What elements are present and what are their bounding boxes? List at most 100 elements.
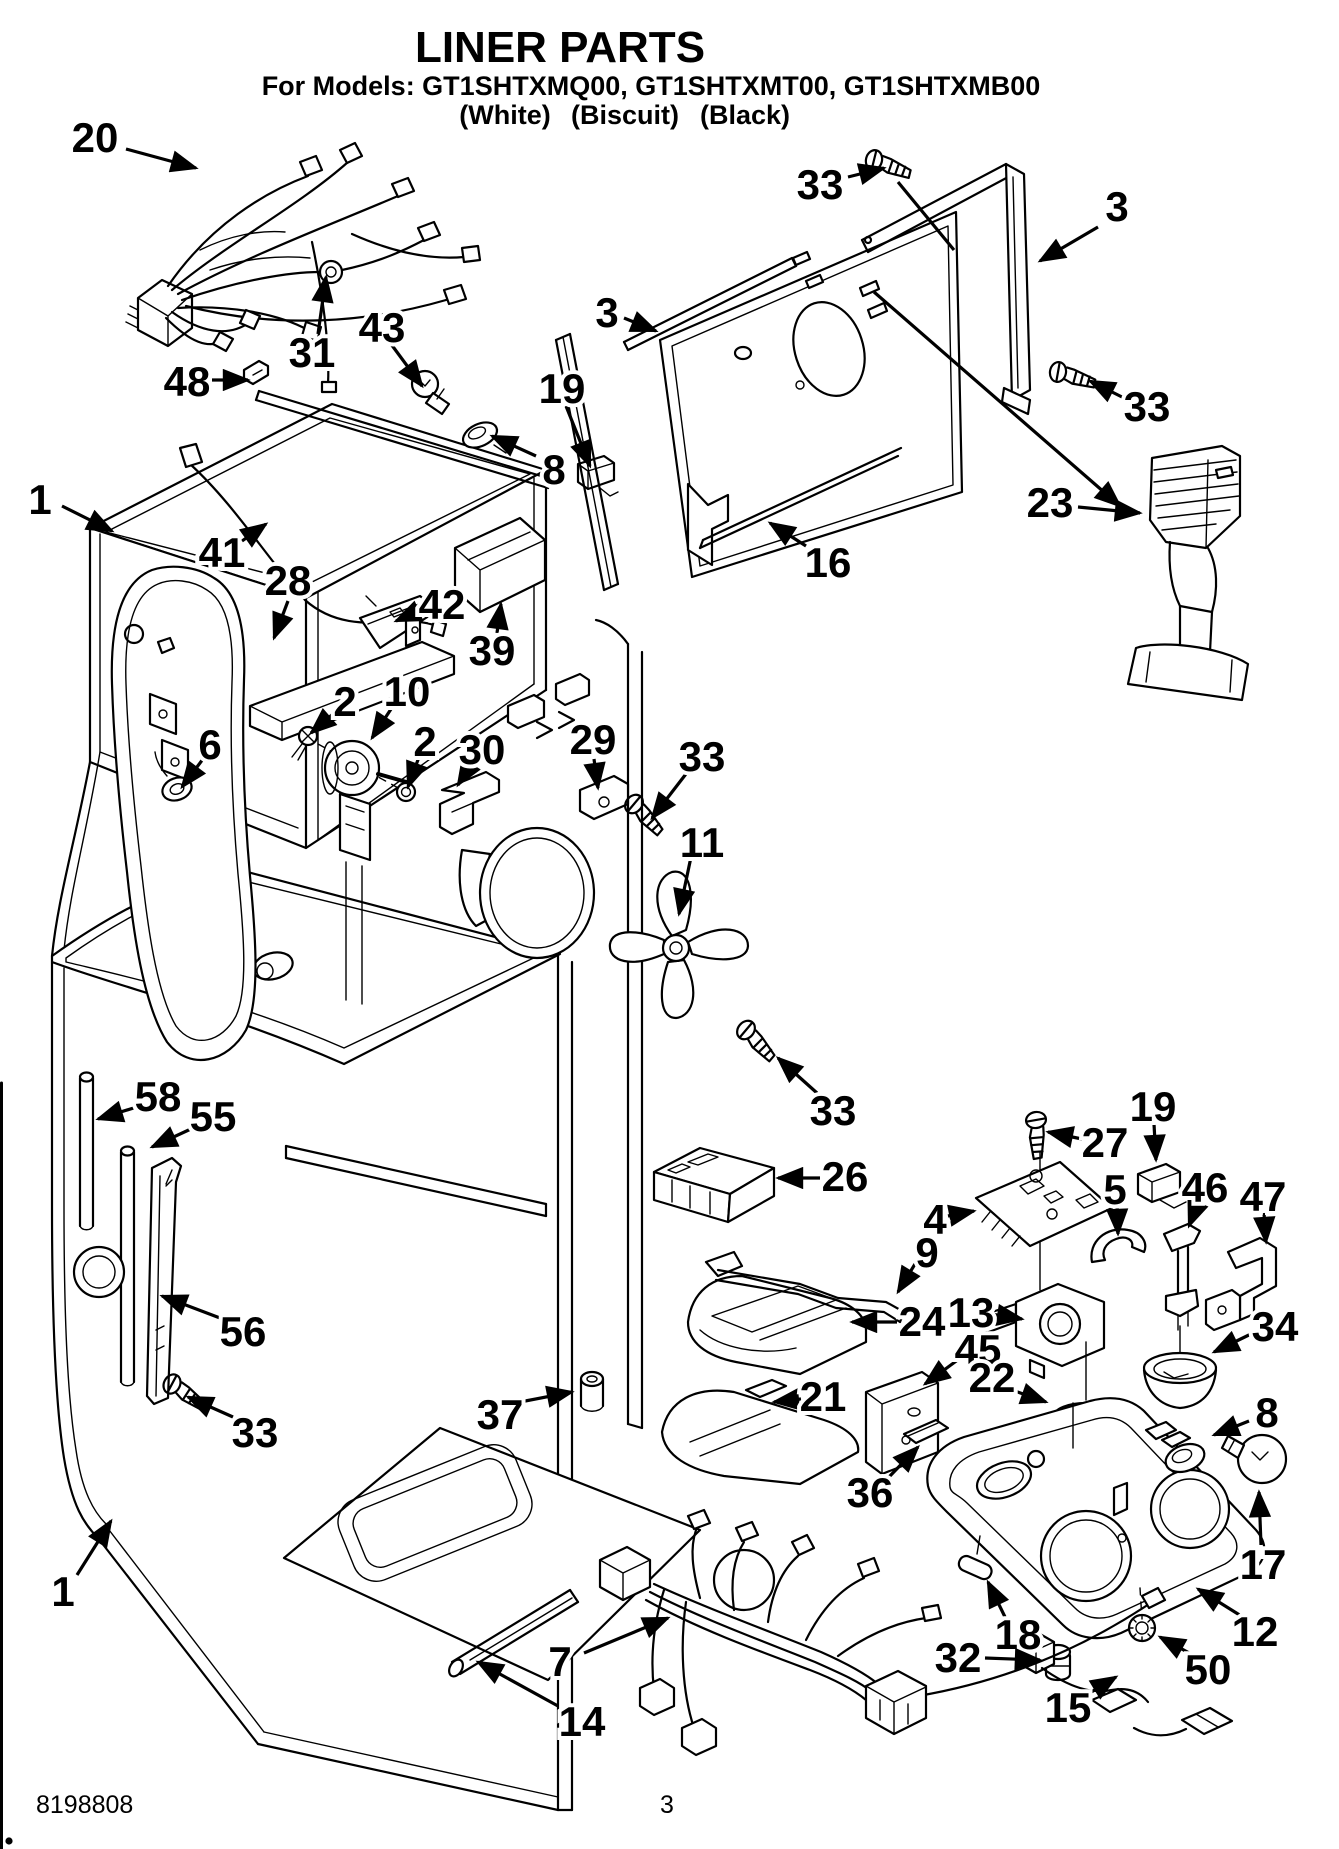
callout-arrow-55-27 xyxy=(149,1126,194,1149)
part-13-bracket-drawing xyxy=(984,1282,1106,1380)
callout-label-43-2: 43 xyxy=(359,304,406,351)
part-9-bracket-strip-drawing xyxy=(704,1250,906,1324)
callout-label-39-16: 39 xyxy=(469,627,516,674)
callout-arrow-41-13 xyxy=(238,522,269,548)
part-17-bulb-drawing xyxy=(1220,1433,1288,1485)
part-5-clip-drawing xyxy=(1090,1228,1147,1264)
callout-arrow-58-26 xyxy=(95,1100,141,1123)
callout-label-27-41: 27 xyxy=(1082,1119,1129,1166)
callout-arrow-4-33 xyxy=(947,1204,977,1227)
callout-label-14-55: 14 xyxy=(559,1698,606,1745)
callout-label-28-14: 28 xyxy=(265,557,312,604)
callout-label-18-50: 18 xyxy=(995,1611,1042,1658)
callout-label-10-19: 10 xyxy=(384,668,431,715)
callout-label-42-15: 42 xyxy=(419,581,466,628)
callout-arrow-20-0 xyxy=(125,147,199,173)
callout-label-36-40: 36 xyxy=(847,1469,894,1516)
callout-label-31-1: 31 xyxy=(289,329,336,376)
part-21-air-duct-lower-drawing xyxy=(660,1378,860,1486)
callout-arrow-3-8 xyxy=(623,311,659,333)
callout-arrow-3-7 xyxy=(1037,225,1099,263)
callout-label-2-20: 2 xyxy=(413,718,436,765)
callout-label-16-11: 16 xyxy=(805,539,852,586)
callout-label-29-22: 29 xyxy=(570,716,617,763)
callout-label-15-53: 15 xyxy=(1045,1684,1092,1731)
callout-label-41-13: 41 xyxy=(199,529,246,576)
callout-label-2-18: 2 xyxy=(333,678,356,725)
part-8-lamp-socket-right-drawing xyxy=(1160,1430,1206,1474)
part-4-control-board-drawing xyxy=(974,1151,1114,1291)
part-10-fan-motor-drawing xyxy=(321,739,412,862)
part-56-drain-strip-drawing xyxy=(145,1156,183,1406)
part-11-fan-blade-drawing xyxy=(608,870,750,1020)
callout-label-33-29: 33 xyxy=(232,1409,279,1456)
callout-label-34-46: 34 xyxy=(1252,1303,1299,1350)
part-7-wire-harness-bottom-drawing xyxy=(598,1508,1167,1757)
callout-arrow-10-19 xyxy=(370,705,396,741)
callout-label-12-49: 12 xyxy=(1232,1608,1279,1655)
callout-label-11-24: 11 xyxy=(680,819,724,866)
leader-line-1 xyxy=(896,180,956,252)
callout-label-37-31: 37 xyxy=(477,1391,524,1438)
callout-label-33-9: 33 xyxy=(1124,383,1171,430)
callout-label-32-51: 32 xyxy=(935,1634,982,1681)
part-3-gasket-frame-right-drawing xyxy=(860,162,1032,416)
callout-label-22-38: 22 xyxy=(969,1354,1016,1401)
callout-arrow-7-54 xyxy=(583,1616,671,1655)
callout-label-33-25: 33 xyxy=(810,1087,857,1134)
callout-arrow-8-5 xyxy=(489,434,537,458)
part-50-washer-drawing xyxy=(1127,1613,1157,1643)
callout-arrow-34-46 xyxy=(1211,1330,1254,1354)
callout-arrow-42-15 xyxy=(393,600,424,623)
callout-arrow-1-12 xyxy=(61,504,115,533)
callout-label-23-10: 23 xyxy=(1027,479,1074,526)
callout-label-19-4: 19 xyxy=(539,365,586,412)
color-label-biscuit: (Biscuit) xyxy=(571,100,679,130)
callout-label-46-43: 46 xyxy=(1182,1164,1229,1211)
part-37-roller-drawing xyxy=(579,1370,605,1412)
part-2-nut-drawing xyxy=(395,781,417,803)
part-58-tube-drawing xyxy=(78,1071,95,1231)
callout-arrow-15-53 xyxy=(1087,1675,1119,1700)
callout-label-33-23: 33 xyxy=(679,733,726,780)
scan-edge-artifact xyxy=(0,1081,13,1849)
callout-arrow-27-41 xyxy=(1045,1126,1083,1149)
callout-arrow-30-21 xyxy=(456,757,481,788)
callout-arrow-18-50 xyxy=(986,1579,1010,1618)
callout-arrow-33-25 xyxy=(775,1056,819,1095)
part-23-damper-control-drawing xyxy=(1126,444,1250,702)
callout-arrow-28-14 xyxy=(272,600,294,641)
callout-label-21-39: 21 xyxy=(800,1373,847,1420)
callout-arrow-37-31 xyxy=(519,1385,575,1408)
part-39-duct-cover-drawing xyxy=(453,516,547,614)
callout-arrow-5-45 xyxy=(1105,1205,1129,1237)
callout-arrow-43-2 xyxy=(389,343,424,389)
callout-arrow-23-10 xyxy=(1077,499,1143,522)
leader-line-0 xyxy=(872,290,1123,508)
callout-label-47-44: 47 xyxy=(1240,1173,1287,1220)
callout-label-5-45: 5 xyxy=(1103,1166,1126,1213)
callout-arrow-32-51 xyxy=(984,1647,1043,1671)
callout-label-55-27: 55 xyxy=(190,1093,237,1140)
color-label-white: (White) xyxy=(459,100,550,130)
callout-label-24-35: 24 xyxy=(899,1298,946,1345)
callout-label-6-17: 6 xyxy=(198,721,221,768)
part-30-bracket-drawing xyxy=(438,770,501,836)
part-45-plate-drawing xyxy=(864,1370,940,1476)
callout-label-8-47: 8 xyxy=(1255,1389,1278,1436)
callout-arrow-2-20 xyxy=(406,756,428,790)
grommet-ring-drawing xyxy=(72,1245,126,1299)
callout-arrow-13-36 xyxy=(990,1303,1025,1327)
diagram-artwork xyxy=(0,141,1288,1849)
part-27-screw-drawing xyxy=(1023,1109,1054,1161)
callout-label-9-34: 9 xyxy=(915,1229,938,1276)
page-title: LINER PARTS xyxy=(415,23,705,72)
part-18-lamp-drawing xyxy=(957,1535,993,1581)
callout-label-1-30: 1 xyxy=(51,1568,74,1615)
callout-arrow-33-29 xyxy=(185,1395,234,1419)
part-26-module-drawing xyxy=(652,1146,776,1224)
callout-arrow-11-24 xyxy=(673,856,696,917)
